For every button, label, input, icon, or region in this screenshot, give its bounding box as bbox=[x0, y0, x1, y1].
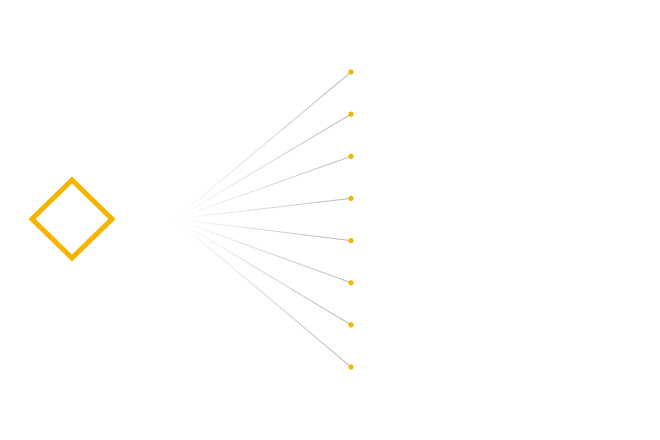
connector-line-4 bbox=[174, 197, 352, 220]
target-dot-6 bbox=[348, 280, 354, 286]
connector-line-2 bbox=[174, 113, 352, 220]
connector-line-5 bbox=[174, 218, 352, 242]
hub-diamond bbox=[28, 176, 116, 262]
target-dot-1 bbox=[348, 69, 354, 75]
connector-lines bbox=[174, 71, 352, 368]
target-dots bbox=[348, 69, 354, 370]
connector-line-8 bbox=[174, 218, 352, 368]
connector-line-1 bbox=[174, 71, 352, 220]
target-dot-3 bbox=[348, 153, 354, 159]
target-dot-7 bbox=[348, 322, 354, 328]
target-dot-5 bbox=[348, 237, 354, 244]
target-dot-8 bbox=[348, 364, 354, 370]
target-dot-4 bbox=[348, 195, 354, 202]
connector-line-6 bbox=[174, 218, 352, 284]
connector-line-7 bbox=[174, 218, 352, 326]
target-dot-2 bbox=[348, 111, 354, 117]
connector-line-3 bbox=[174, 155, 352, 220]
